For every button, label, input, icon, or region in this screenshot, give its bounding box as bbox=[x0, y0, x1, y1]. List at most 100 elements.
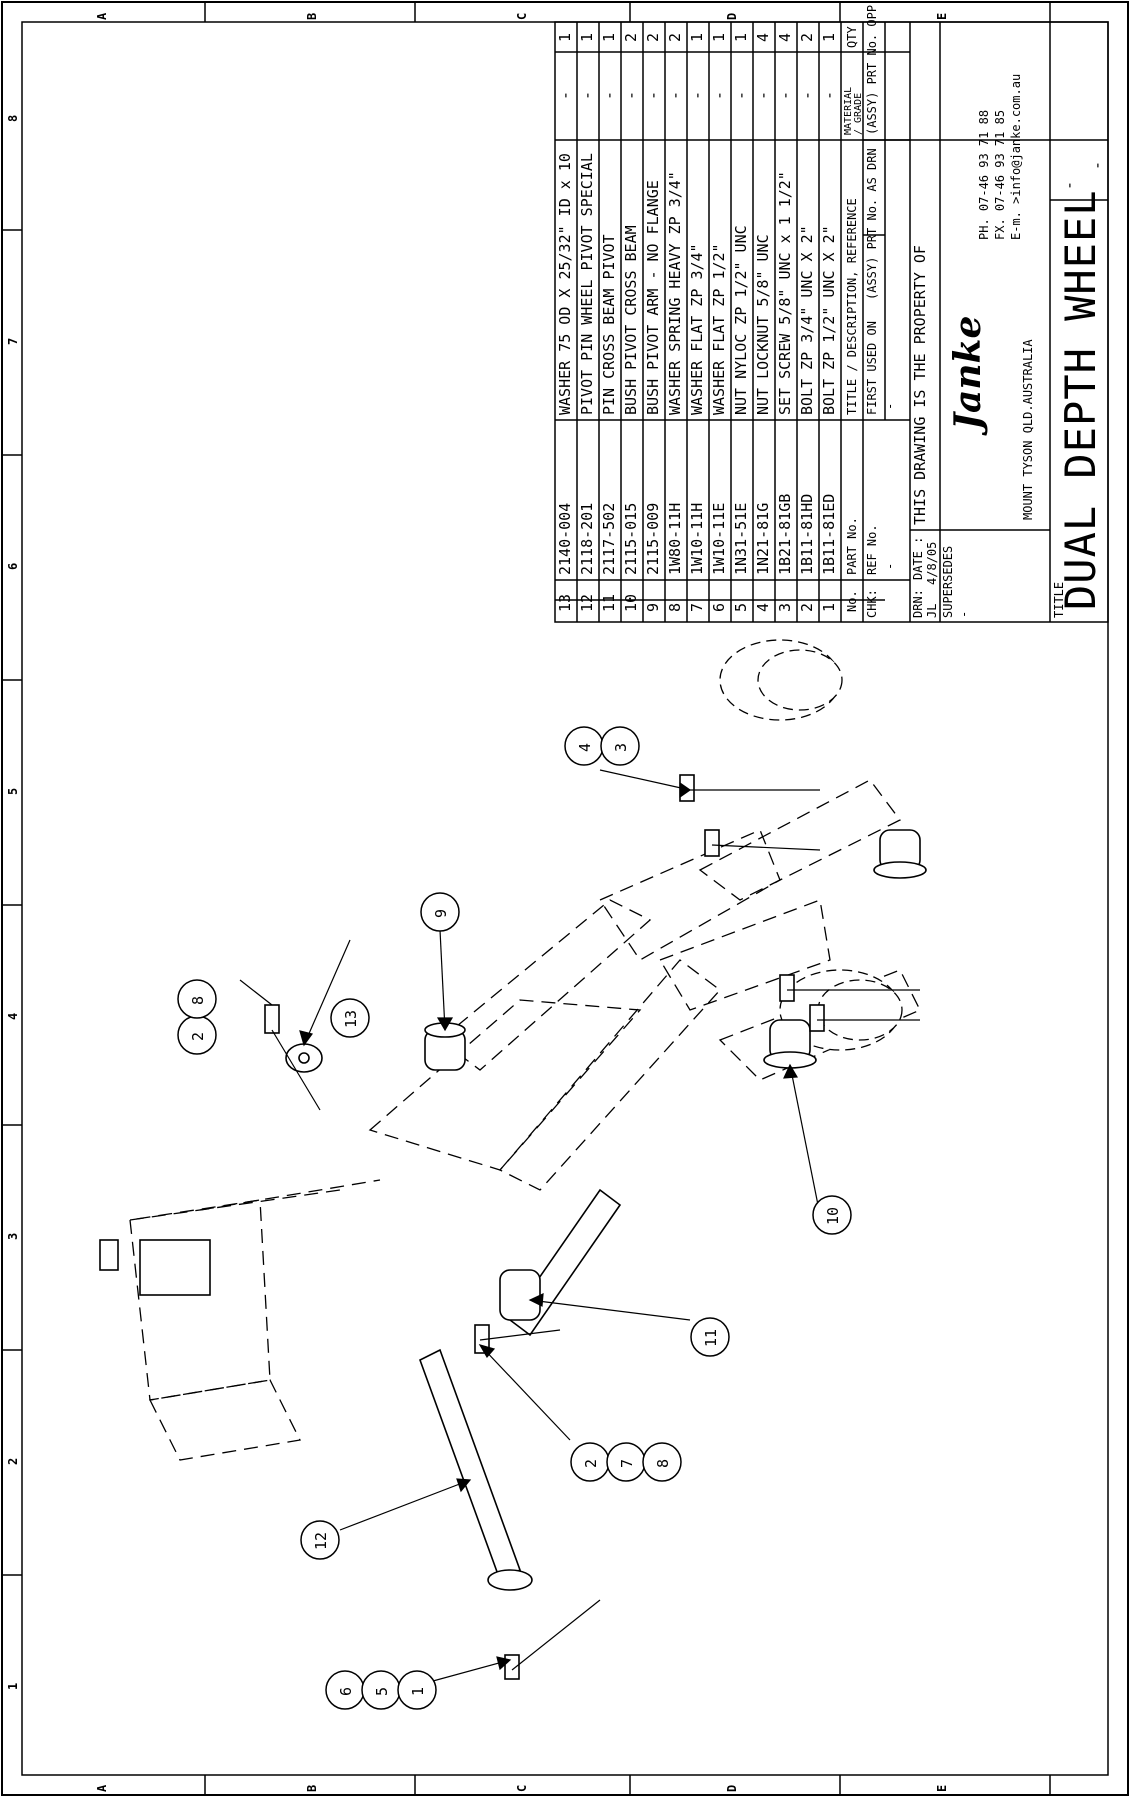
bom-part: 1W80-11H bbox=[666, 502, 684, 575]
bom-qty: 2 bbox=[644, 32, 662, 42]
bom-desc: BOLT ZP 3/4" UNC X 2" bbox=[798, 225, 816, 415]
bom-part: 1B11-81ED bbox=[820, 493, 838, 575]
zone-label: A bbox=[95, 12, 109, 20]
company-phone: PH. 07-46 93 71 88 bbox=[977, 109, 991, 240]
bom-header-part: PART No. bbox=[845, 517, 859, 575]
zone-label: D bbox=[725, 12, 739, 20]
bom-part: 2115-015 bbox=[622, 502, 640, 575]
bom-header-mat: MATERIAL / GRADE bbox=[843, 86, 864, 135]
bom-header-desc: TITLE / DESCRIPTION, REFERENCE bbox=[845, 198, 859, 415]
zone-label: 3 bbox=[6, 1232, 20, 1240]
date-label: DATE : bbox=[911, 536, 925, 580]
zone-label: 6 bbox=[6, 562, 20, 570]
bom-part: 2115-009 bbox=[644, 502, 662, 575]
balloon-label: 1 bbox=[409, 1686, 427, 1696]
bom-mat: - bbox=[556, 90, 574, 100]
bom-mat: - bbox=[798, 90, 816, 100]
bom-mat: - bbox=[578, 90, 596, 100]
bom-qty: 1 bbox=[820, 32, 838, 42]
zone-label: 1 bbox=[6, 1682, 20, 1690]
bom-no: 9 bbox=[644, 602, 662, 612]
zone-label: B bbox=[305, 12, 319, 20]
balloon-label: 10 bbox=[824, 1206, 842, 1225]
zone-label: 2 bbox=[6, 1457, 20, 1465]
bom-header-qty: QTY bbox=[845, 26, 859, 48]
balloon-label: 4 bbox=[576, 742, 594, 752]
company-email: E-m. >info@janke.com.au bbox=[1009, 73, 1023, 240]
bom-desc: BUSH PIVOT CROSS BEAM bbox=[622, 225, 640, 415]
bom-desc: BUSH PIVOT ARM - NO FLANGE bbox=[644, 180, 662, 415]
bom-qty: 1 bbox=[556, 32, 574, 42]
bom-part: 2140-004 bbox=[556, 502, 574, 575]
balloon-label: 6 bbox=[337, 1686, 355, 1696]
zone-label: E bbox=[935, 1784, 949, 1792]
zone-label: A bbox=[95, 1784, 109, 1792]
bom-no: 8 bbox=[666, 602, 684, 612]
bom-mat: - bbox=[688, 90, 706, 100]
supersedes-label: SUPERSEDES bbox=[941, 545, 955, 618]
bom-qty: 4 bbox=[754, 32, 772, 42]
bom-qty: 2 bbox=[622, 32, 640, 42]
bom-desc: SET SCREW 5/8" UNC x 1 1/2" bbox=[776, 171, 794, 415]
bom-part: 1N31-51E bbox=[732, 502, 750, 575]
bom-qty: 1 bbox=[732, 32, 750, 42]
bom-no: 13 bbox=[556, 593, 574, 612]
bom-no: 2 bbox=[798, 602, 816, 612]
bom-no: 12 bbox=[578, 593, 596, 612]
bom-mat: - bbox=[622, 90, 640, 100]
balloon-label: 12 bbox=[312, 1531, 330, 1550]
bom-mat: - bbox=[820, 90, 838, 100]
bom-qty: 1 bbox=[688, 32, 706, 42]
dash-mark: - bbox=[1088, 160, 1106, 170]
bom-qty: 2 bbox=[798, 32, 816, 42]
company-logo: Janke bbox=[947, 315, 989, 430]
company-fax: FX. 07-46 93 71 85 bbox=[993, 109, 1007, 240]
bom-no: 11 bbox=[600, 593, 618, 612]
bom-qty: 2 bbox=[666, 32, 684, 42]
bom-no: 10 bbox=[622, 593, 640, 612]
supersedes-value: - bbox=[957, 610, 971, 618]
company-address: MOUNT TYSON QLD.AUSTRALIA bbox=[1021, 339, 1035, 520]
balloon-label: 5 bbox=[373, 1686, 391, 1696]
balloon-label: 11 bbox=[702, 1328, 720, 1347]
bom-part: 1W10-11E bbox=[710, 502, 728, 575]
bom-no: 4 bbox=[754, 602, 772, 612]
bom-desc: WASHER FLAT ZP 3/4" bbox=[688, 243, 706, 415]
zone-label: 8 bbox=[6, 114, 20, 122]
bom-mat: - bbox=[644, 90, 662, 100]
drn-value: JL bbox=[925, 603, 939, 618]
bom-desc: NUT LOCKNUT 5/8" UNC bbox=[754, 234, 772, 415]
bom-qty: 4 bbox=[776, 32, 794, 42]
first-used-value: - bbox=[883, 402, 897, 410]
zone-label: 7 bbox=[6, 337, 20, 345]
drawing-title: DUAL DEPTH WHEEL bbox=[1056, 189, 1105, 610]
bom-desc: BOLT ZP 1/2" UNC X 2" bbox=[820, 225, 838, 415]
bom-qty: 1 bbox=[600, 32, 618, 42]
bom-qty: 1 bbox=[578, 32, 596, 42]
date-value: 4/8/05 bbox=[925, 541, 939, 585]
bom-header-no: No. bbox=[845, 590, 859, 612]
bom-no: 1 bbox=[820, 602, 838, 612]
balloon-label: 3 bbox=[612, 742, 630, 752]
bom-desc: WASHER SPRING HEAVY ZP 3/4" bbox=[666, 171, 684, 415]
bom-mat: - bbox=[710, 90, 728, 100]
bom-no: 3 bbox=[776, 602, 794, 612]
bom-desc: NUT NYLOC ZP 1/2" UNC bbox=[732, 225, 750, 415]
balloon-label: 7 bbox=[618, 1458, 636, 1468]
zone-label: C bbox=[515, 1784, 529, 1792]
zone-label: D bbox=[725, 1784, 739, 1792]
balloon-label: 8 bbox=[654, 1458, 672, 1468]
ref-no-label: REF No. bbox=[865, 524, 879, 575]
balloon-label: 2 bbox=[582, 1458, 600, 1468]
bom-no: 6 bbox=[710, 602, 728, 612]
balloon-label: 13 bbox=[342, 1009, 360, 1028]
bom-mat: - bbox=[732, 90, 750, 100]
property-text: THIS DRAWING IS THE PROPERTY OF bbox=[911, 245, 929, 525]
bom-no: 7 bbox=[688, 602, 706, 612]
zone-label: 4 bbox=[6, 1012, 20, 1020]
ref-no-value: - bbox=[883, 562, 897, 570]
bom-part: 1B11-81HD bbox=[798, 493, 816, 575]
bom-part: 1N21-81G bbox=[754, 502, 772, 575]
bom-part: 1B21-81GB bbox=[776, 493, 794, 575]
